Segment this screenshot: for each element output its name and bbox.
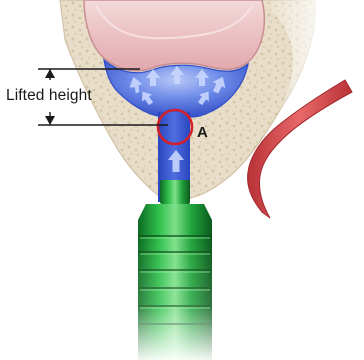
sinus-membrane	[84, 0, 264, 71]
arrow-icon	[45, 116, 55, 125]
point-a-label: A	[197, 124, 208, 141]
green-instrument	[136, 180, 214, 360]
lifted-height-label: Lifted height	[6, 87, 92, 105]
arrow-icon	[45, 69, 55, 78]
